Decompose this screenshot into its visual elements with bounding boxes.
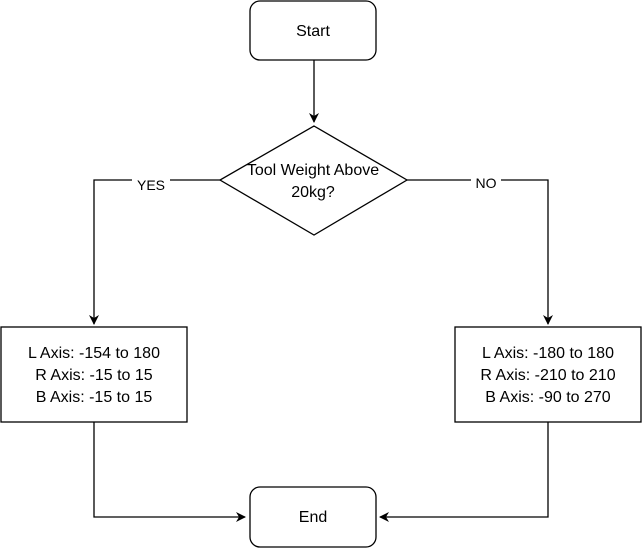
start-node [249, 0, 377, 61]
decision-node [218, 125, 409, 236]
connector-no-box-to-end [379, 422, 549, 522]
no-axis-limits-box [454, 326, 642, 423]
start-label: Start [296, 23, 330, 40]
end-node [249, 486, 377, 548]
yes-label-background [132, 177, 170, 192]
no-box-line2: R Axis: -210 to 210 [480, 367, 615, 384]
yes-label: YES [137, 177, 165, 193]
no-box-line3: B Axis: -90 to 270 [485, 389, 611, 406]
no-label-background [471, 175, 501, 190]
end-label: End [299, 509, 327, 526]
yes-box-line1: L Axis: -154 to 180 [28, 345, 160, 362]
connector-no-branch [407, 179, 553, 325]
no-box-line1: L Axis: -180 to 180 [482, 345, 614, 362]
no-label: NO [476, 175, 497, 191]
decision-label-line2: 20kg? [291, 184, 335, 201]
connector-yes-branch [89, 179, 220, 325]
connector-yes-box-to-end [93, 422, 246, 522]
yes-box-line2: R Axis: -15 to 15 [35, 367, 152, 384]
yes-box-line3: B Axis: -15 to 15 [36, 389, 153, 406]
decision-label-line1: Tool Weight Above [247, 162, 379, 179]
yes-axis-limits-box [0, 326, 188, 423]
